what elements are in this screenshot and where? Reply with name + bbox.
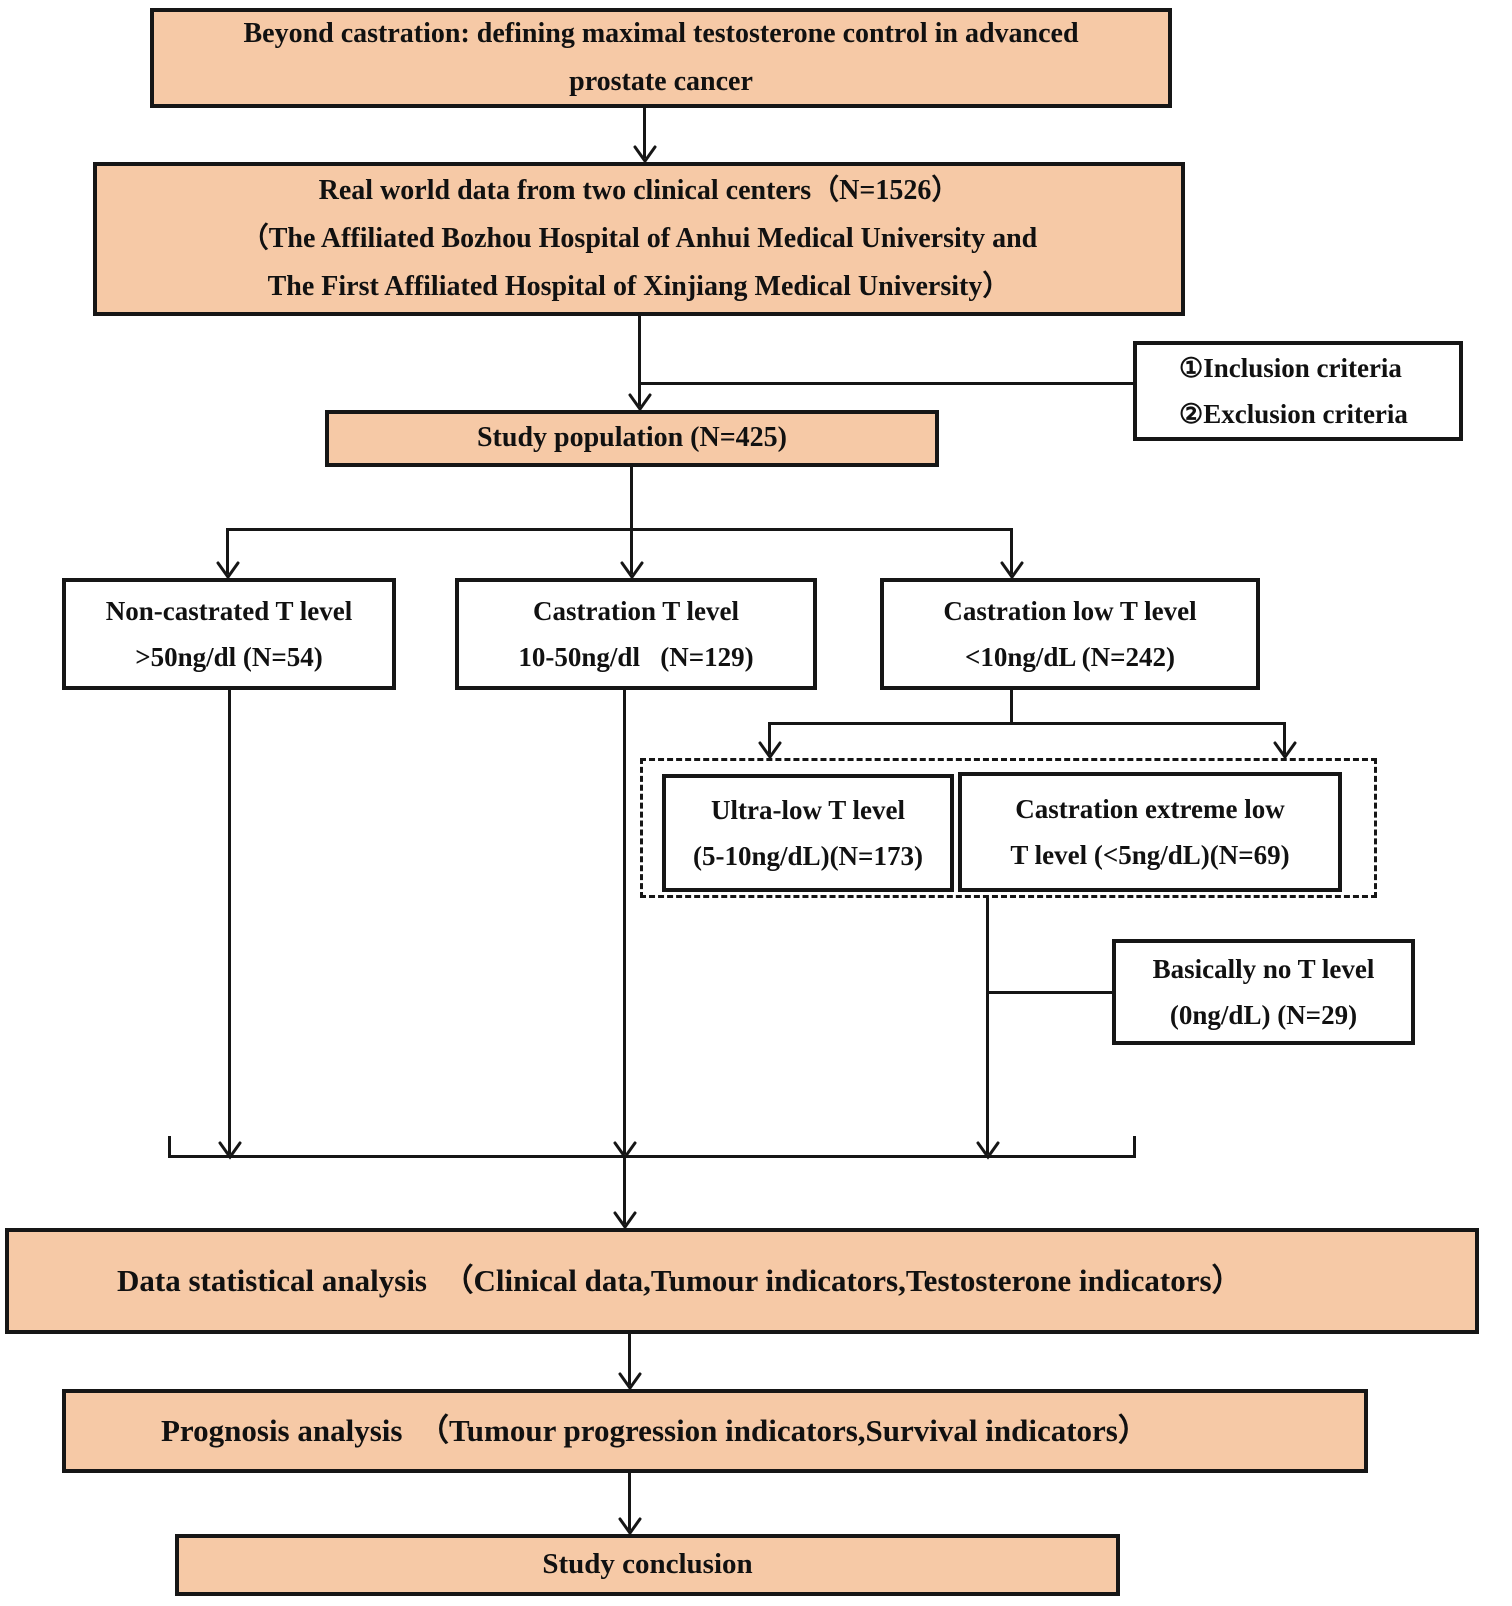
arrowhead-down (619, 560, 645, 580)
connector-study-split (630, 467, 633, 530)
prognosis-box: Prognosis analysis （Tumour progression i… (62, 1389, 1368, 1473)
basically-no-line-1: Basically no T level (1152, 953, 1375, 984)
connector-merge-dataanalysis (623, 1158, 626, 1224)
arrowhead-down (632, 144, 658, 164)
arrowhead-down (617, 1371, 643, 1391)
title-box: Beyond castration: defining maximal test… (150, 8, 1172, 108)
connector-realworld-study (638, 316, 641, 406)
ultra-low-line-2: (5-10ng/dL)(N=173) (693, 841, 923, 871)
arrowhead-down (757, 740, 783, 760)
non-castrated-line-1: Non-castrated T level (105, 595, 353, 626)
extreme-low-line-1: Castration extreme low (1015, 793, 1285, 824)
dashed-group-box (640, 758, 1377, 898)
arrowhead-down (999, 560, 1025, 580)
study-population-box: Study population (N=425) (325, 410, 939, 467)
merge-bar (168, 1155, 1136, 1158)
arrowhead-down (617, 1516, 643, 1536)
non-castrated-line-2: >50ng/dl (N=54) (135, 642, 323, 672)
connector-title-realworld (643, 108, 646, 158)
conclusion-label: Study conclusion (542, 1548, 753, 1581)
castration-low-line-1: Castration low T level (943, 595, 1197, 626)
criteria-box: ①Inclusion criteria ②Exclusion criteria (1133, 341, 1463, 441)
castration-low-box: Castration low T level <10ng/dL (N=242) (880, 578, 1260, 690)
realworld-data-box: Real world data from two clinical center… (93, 162, 1185, 316)
extreme-low-line-2: T level (<5ng/dL)(N=69) (1010, 840, 1290, 870)
data-analysis-label: Data statistical analysis （Clinical data… (117, 1263, 1243, 1299)
connector-branch-left (226, 528, 229, 574)
title-line-1: Beyond castration: defining maximal test… (243, 17, 1079, 49)
connector-castrationlow-split (1010, 690, 1013, 724)
connector-prognosis-conclusion (628, 1473, 631, 1530)
merge-bar-tick-left (168, 1136, 171, 1158)
arrowhead-down (612, 1210, 638, 1230)
connector-extremelow (1283, 722, 1286, 754)
criteria-line-2: ②Exclusion criteria (1179, 399, 1408, 429)
castration-box: Castration T level 10-50ng/dl (N=129) (455, 578, 817, 690)
prognosis-label: Prognosis analysis （Tumour progression i… (161, 1413, 1149, 1449)
criteria-line-1: ①Inclusion criteria (1179, 352, 1402, 383)
arrowhead-down (215, 560, 241, 580)
castration-line-1: Castration T level (533, 595, 739, 626)
realworld-line-1: Real world data from two clinical center… (318, 174, 960, 206)
basically-no-line-2: (0ng/dL) (N=29) (1169, 1000, 1358, 1030)
connector-to-criteria (639, 382, 1133, 385)
split-bar-sublevels (768, 722, 1286, 725)
title-line-2: prostate cancer (569, 66, 753, 97)
split-bar-branches (226, 528, 1013, 531)
connector-ultralow (768, 722, 771, 754)
castration-line-2: 10-50ng/dl (N=129) (518, 642, 754, 672)
connector-branch-mid (630, 528, 633, 574)
ultra-low-box: Ultra-low T level (5-10ng/dL)(N=173) (662, 774, 954, 892)
conclusion-box: Study conclusion (175, 1534, 1120, 1596)
arrowhead-down (627, 392, 653, 412)
arrowhead-down (1272, 740, 1298, 760)
non-castrated-box: Non-castrated T level >50ng/dl (N=54) (62, 578, 396, 690)
connector-branch-right (1010, 528, 1013, 574)
connector-castration-merge (623, 690, 626, 1154)
connector-dataanalysis-prognosis (628, 1334, 631, 1385)
castration-low-line-2: <10ng/dL (N=242) (964, 642, 1176, 672)
merge-bar-tick-right (1133, 1136, 1136, 1158)
basically-no-box: Basically no T level (0ng/dL) (N=29) (1112, 939, 1415, 1045)
connector-basically-no (986, 991, 1112, 994)
ultra-low-line-1: Ultra-low T level (711, 794, 905, 825)
data-analysis-box: Data statistical analysis （Clinical data… (5, 1228, 1479, 1334)
realworld-line-3: The First Affiliated Hospital of Xinjian… (267, 271, 1011, 303)
connector-dashed-merge (986, 898, 989, 1154)
extreme-low-box: Castration extreme low T level (<5ng/dL)… (958, 772, 1342, 892)
study-population-label: Study population (N=425) (476, 422, 788, 454)
realworld-line-2: （The Affiliated Bozhou Hospital of Anhui… (240, 222, 1038, 254)
connector-noncastrated-merge (228, 690, 231, 1154)
